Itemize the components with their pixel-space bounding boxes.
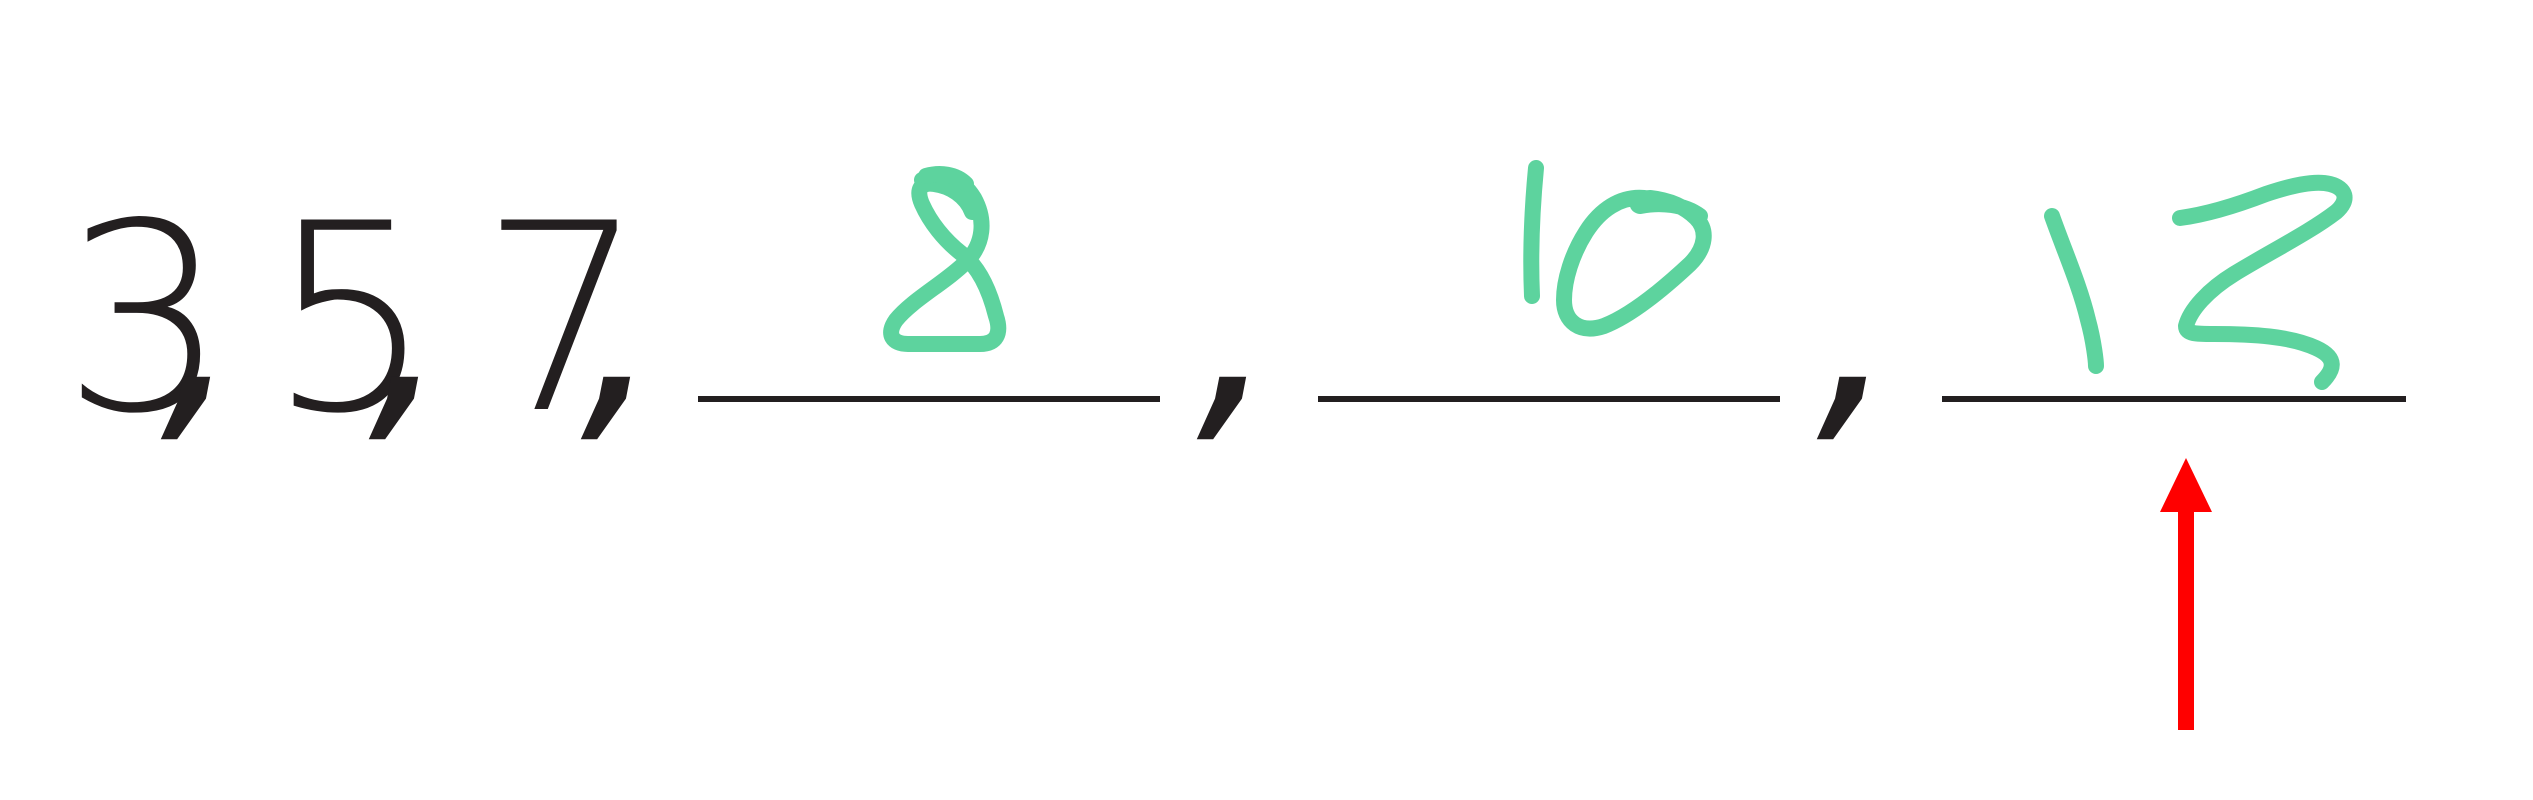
separator-comma-2: , (368, 169, 451, 471)
separator-comma-4: , (1196, 169, 1279, 471)
answer-blank-2[interactable] (1318, 396, 1780, 402)
given-term-2: 5 (268, 169, 433, 471)
given-term-1: 3 (62, 169, 227, 471)
given-term-3: 7 (480, 169, 645, 471)
answer-blank-1[interactable] (698, 396, 1160, 402)
separator-comma-3: , (580, 169, 663, 471)
handwritten-answer-10: 10 (1523, 160, 1712, 337)
answer-blank-3[interactable] (1942, 396, 2406, 402)
separator-comma-1: , (160, 169, 243, 471)
up-arrow-icon (2160, 458, 2212, 730)
handwritten-answer-12: 12 (2044, 174, 2353, 390)
handwritten-answer-8: 8 (883, 166, 1007, 352)
separator-comma-5: , (1816, 169, 1899, 471)
